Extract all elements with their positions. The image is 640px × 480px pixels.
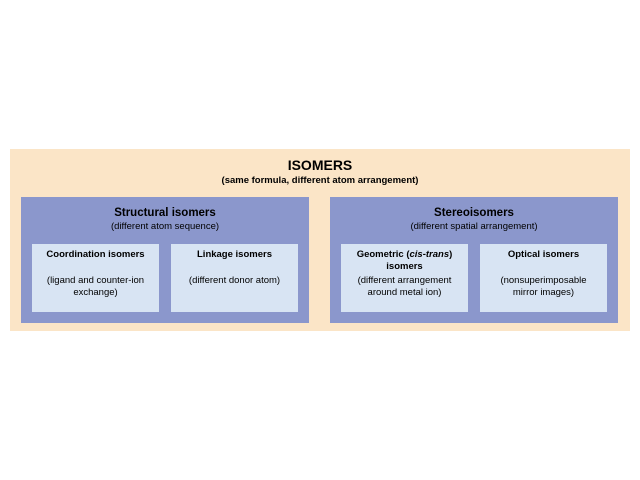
coordination-isomers-description: (ligand and counter-ion exchange) [32,275,159,299]
optical-isomers-title: Optical isomers [507,249,580,260]
isomers-diagram: ISOMERS (same formula, different atom ar… [10,149,630,331]
coordination-desc-line2: exchange) [73,287,118,298]
geometric-title-italic: cis-trans [409,249,450,260]
geometric-desc-line2: around metal ion) [367,287,442,298]
structural-isomers-title: Structural isomers [114,207,216,219]
coordination-desc-line1: (ligand and counter-ion [46,275,145,286]
coordination-isomers-title: Coordination isomers [46,249,145,260]
diagram-title: ISOMERS [287,157,353,173]
optical-desc-line2: mirror images) [512,287,575,298]
coordination-isomers-card: Coordination isomers (ligand and counter… [32,244,159,312]
geometric-title-suffix: ) [449,249,453,260]
linkage-isomers-description: (different donor atom) [171,275,298,287]
geometric-title-line2: isomers [386,261,423,272]
linkage-desc-line1: (different donor atom) [188,275,281,286]
geometric-isomers-description: (different arrangement around metal ion) [341,275,468,299]
optical-isomers-card: Optical isomers (nonsuperimposable mirro… [480,244,607,312]
stereoisomers-group: Stereoisomers (different spatial arrange… [330,197,618,323]
geometric-isomers-card: Geometric (cis-trans) isomers (different… [341,244,468,312]
geometric-desc-line1: (different arrangement [357,275,452,286]
stereoisomers-subtitle: (different spatial arrangement) [410,221,538,232]
structural-isomers-group: Structural isomers (different atom seque… [21,197,309,323]
structural-isomers-subtitle: (different atom sequence) [110,221,220,232]
linkage-isomers-card: Linkage isomers (different donor atom) [171,244,298,312]
geometric-title-prefix: Geometric ( [356,249,410,260]
optical-desc-line1: (nonsuperimposable [500,275,587,286]
diagram-subtitle: (same formula, different atom arrangemen… [221,175,419,186]
stereoisomers-title: Stereoisomers [434,207,514,219]
geometric-isomers-title: Geometric (cis-trans) isomers [341,249,468,273]
optical-isomers-description: (nonsuperimposable mirror images) [480,275,607,299]
linkage-isomers-title: Linkage isomers [197,249,272,260]
